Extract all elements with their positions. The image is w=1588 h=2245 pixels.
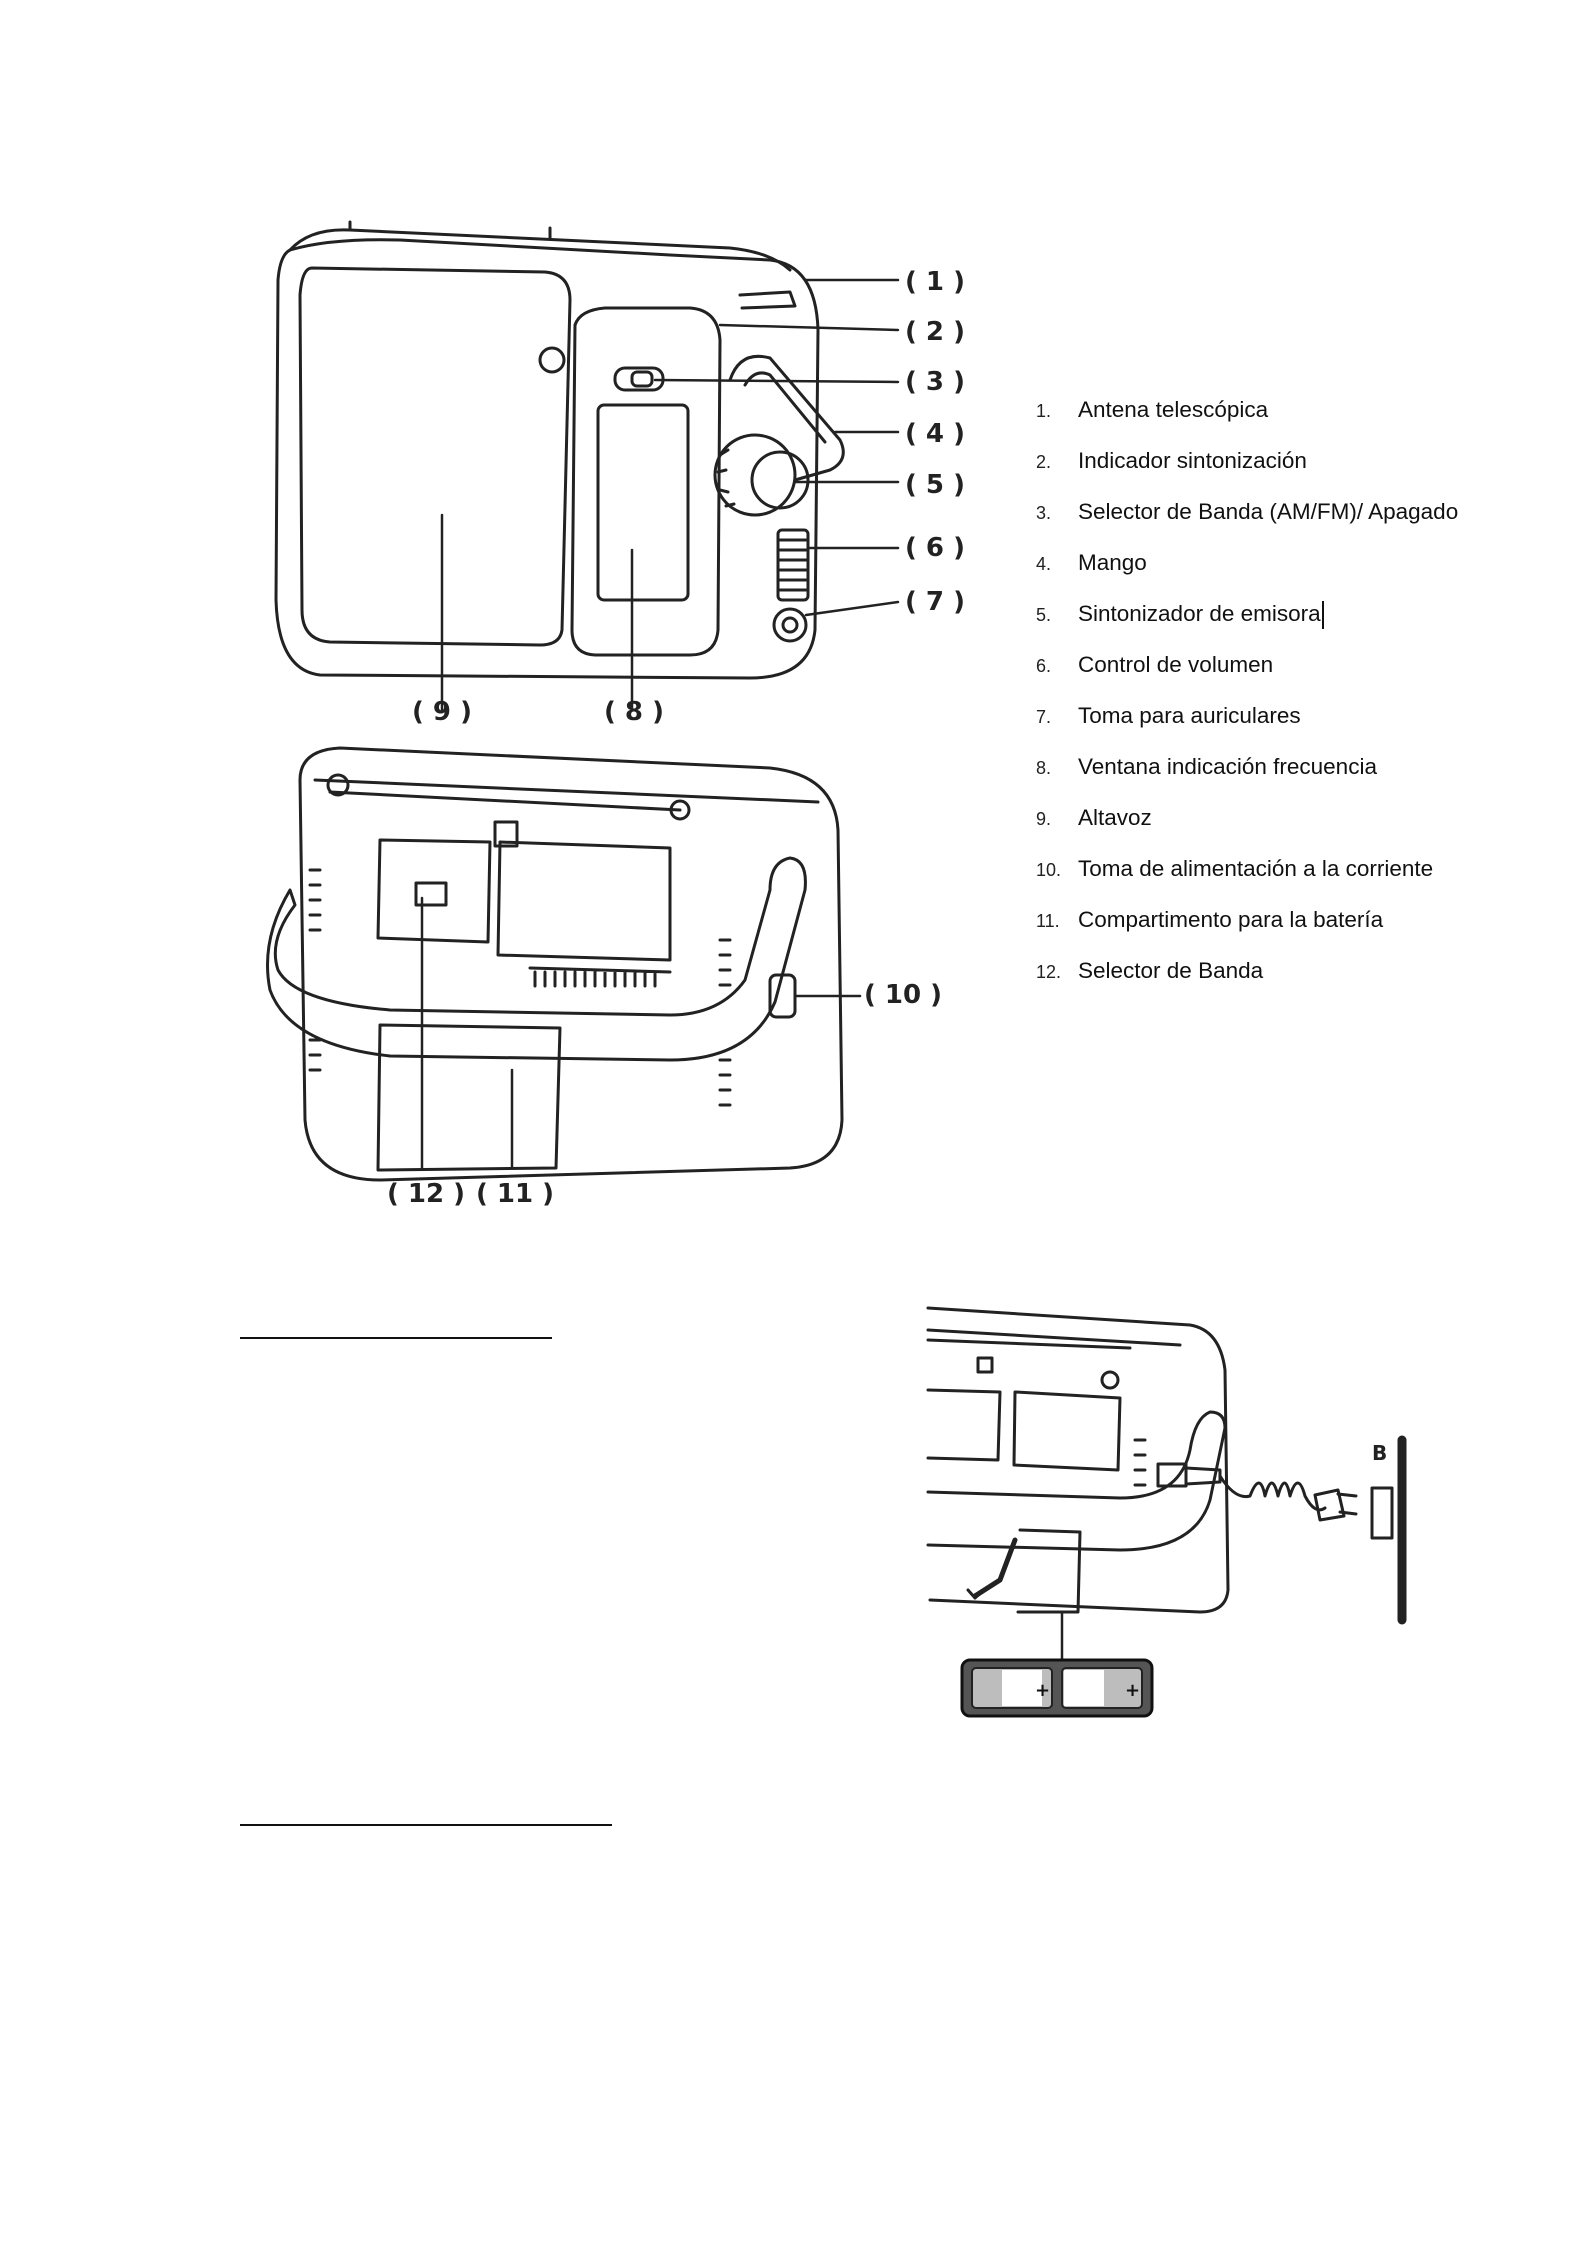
battery-plus-2: + bbox=[1125, 1680, 1140, 1701]
callout-12: ( 12 ) bbox=[387, 1179, 465, 1209]
power-connection-illustration: B + + bbox=[926, 1306, 1407, 1718]
callout-5: ( 5 ) bbox=[905, 470, 965, 500]
list-item: 8.Ventana indicación frecuencia bbox=[1036, 754, 1377, 779]
list-item: 1.Antena telescópica bbox=[1036, 397, 1269, 422]
radio-back-illustration: ( 10 ) ( 12 ) ( 11 ) bbox=[266, 746, 942, 1209]
section-heading-underline bbox=[240, 1824, 612, 1826]
list-item: 3.Selector de Banda (AM/FM)/ Apagado bbox=[1036, 499, 1459, 524]
callout-3: ( 3 ) bbox=[905, 367, 965, 397]
battery-tray bbox=[960, 1658, 1154, 1718]
list-item: 4.Mango bbox=[1036, 550, 1147, 575]
wall-label: B bbox=[1372, 1441, 1387, 1465]
callout-4: ( 4 ) bbox=[905, 419, 965, 449]
callout-11: ( 11 ) bbox=[476, 1179, 554, 1209]
callout-9: ( 9 ) bbox=[412, 697, 472, 727]
parts-list: 1.Antena telescópica 2.Indicador sintoni… bbox=[1036, 384, 1458, 996]
list-item: 9.Altavoz bbox=[1036, 805, 1152, 830]
battery-plus-1: + bbox=[1035, 1680, 1050, 1701]
list-item: 2.Indicador sintonización bbox=[1036, 448, 1307, 473]
callout-2: ( 2 ) bbox=[905, 317, 965, 347]
text-cursor bbox=[1321, 601, 1324, 630]
radio-front-illustration: ( 1 ) ( 2 ) ( 3 ) ( 4 ) ( 5 ) ( 6 ) ( 7 … bbox=[274, 220, 965, 727]
callout-1: ( 1 ) bbox=[905, 267, 965, 297]
callout-8: ( 8 ) bbox=[604, 697, 664, 727]
list-item: 11.Compartimento para la batería bbox=[1036, 907, 1384, 932]
list-item: 5.Sintonizador de emisora bbox=[1036, 588, 1458, 639]
list-item: 7.Toma para auriculares bbox=[1036, 703, 1301, 728]
callout-6: ( 6 ) bbox=[905, 533, 965, 563]
callout-10: ( 10 ) bbox=[864, 980, 942, 1010]
list-item: 12.Selector de Banda bbox=[1036, 958, 1264, 983]
list-item: 6.Control de volumen bbox=[1036, 652, 1274, 677]
callout-7: ( 7 ) bbox=[905, 587, 965, 617]
list-item: 10.Toma de alimentación a la corriente bbox=[1036, 856, 1434, 881]
section-heading-underline bbox=[240, 1337, 552, 1339]
